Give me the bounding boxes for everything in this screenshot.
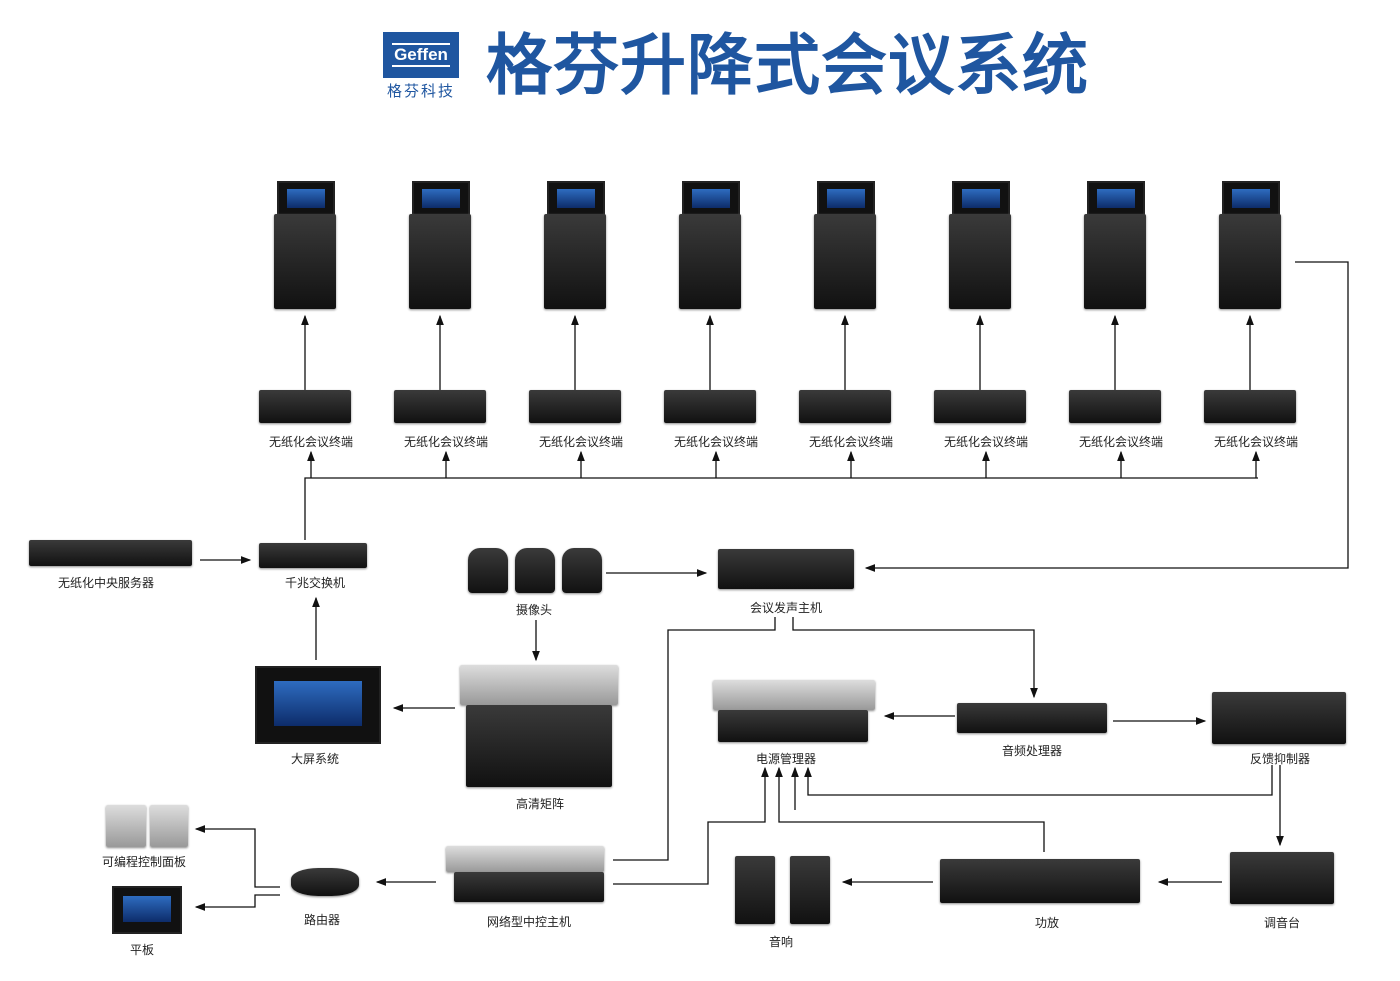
line-feedback-to-power bbox=[804, 765, 1273, 796]
terminal-host-2 bbox=[394, 390, 486, 423]
label-central: 网络型中控主机 bbox=[486, 915, 572, 929]
label-tablet: 平板 bbox=[129, 943, 155, 957]
line-router-to-panel bbox=[194, 825, 280, 888]
panel-device-1 bbox=[106, 805, 146, 847]
lift-cabinet-4 bbox=[679, 214, 741, 309]
lift-screen-5 bbox=[817, 181, 875, 217]
label-terminal: 无纸化会议终端 bbox=[538, 435, 624, 449]
lift-screen-6 bbox=[952, 181, 1010, 217]
label-host: 会议发声主机 bbox=[749, 601, 823, 615]
label-terminal: 无纸化会议终端 bbox=[808, 435, 894, 449]
terminal-host-5 bbox=[799, 390, 891, 423]
label-power: 电源管理器 bbox=[755, 752, 817, 766]
line-host-to-dsp bbox=[792, 617, 1038, 699]
router-device bbox=[291, 868, 359, 896]
label-panel: 可编程控制面板 bbox=[101, 855, 187, 869]
geffen-logo: Geffen 格芬科技 bbox=[383, 32, 459, 101]
matrix-top bbox=[460, 665, 618, 705]
lift-cabinet-2 bbox=[409, 214, 471, 309]
label-camera: 摄像头 bbox=[515, 603, 553, 617]
terminal-host-7 bbox=[1069, 390, 1161, 423]
label-matrix: 高清矩阵 bbox=[515, 797, 565, 811]
label-mixer: 调音台 bbox=[1263, 916, 1301, 930]
central-device bbox=[454, 872, 604, 902]
lift-cabinet-5 bbox=[814, 214, 876, 309]
line-host-to-central bbox=[613, 617, 776, 861]
lift-cabinet-7 bbox=[1084, 214, 1146, 309]
label-terminal: 无纸化会议终端 bbox=[673, 435, 759, 449]
lift-screen-7 bbox=[1087, 181, 1145, 217]
label-terminal: 无纸化会议终端 bbox=[1078, 435, 1164, 449]
label-terminal: 无纸化会议终端 bbox=[943, 435, 1029, 449]
camera-3 bbox=[562, 548, 602, 593]
label-feedback: 反馈抑制器 bbox=[1249, 752, 1311, 766]
terminal-bus bbox=[304, 477, 1258, 540]
terminal-host-4 bbox=[664, 390, 756, 423]
logo-text: Geffen bbox=[392, 43, 450, 67]
label-amp: 功放 bbox=[1034, 916, 1060, 930]
terminal-host-1 bbox=[259, 390, 351, 423]
tablet-device bbox=[112, 886, 182, 934]
amp-device bbox=[940, 859, 1140, 903]
display-device bbox=[255, 666, 381, 744]
line-router-to-tablet bbox=[194, 894, 280, 911]
server-device bbox=[29, 540, 192, 566]
feedback-device bbox=[1212, 692, 1346, 744]
lift-cabinet-3 bbox=[544, 214, 606, 309]
lift-cabinet-6 bbox=[949, 214, 1011, 309]
central-top bbox=[446, 846, 604, 872]
power-top bbox=[713, 680, 875, 710]
camera-2 bbox=[515, 548, 555, 593]
terminal-host-6 bbox=[934, 390, 1026, 423]
lift-screen-2 bbox=[412, 181, 470, 217]
label-speaker: 音响 bbox=[768, 935, 794, 949]
label-display: 大屏系统 bbox=[290, 752, 340, 766]
camera-1 bbox=[468, 548, 508, 593]
switch-device bbox=[259, 543, 367, 568]
power-device bbox=[718, 710, 868, 742]
speaker-2 bbox=[790, 856, 830, 924]
host-device bbox=[718, 549, 854, 589]
label-router: 路由器 bbox=[303, 913, 341, 927]
dsp-device bbox=[957, 703, 1107, 733]
label-dsp: 音频处理器 bbox=[1001, 744, 1063, 758]
lift-cabinet-1 bbox=[274, 214, 336, 309]
label-terminal: 无纸化会议终端 bbox=[268, 435, 354, 449]
logo-subtitle: 格芬科技 bbox=[386, 82, 455, 100]
label-terminal: 无纸化会议终端 bbox=[403, 435, 489, 449]
label-switch: 千兆交换机 bbox=[284, 576, 346, 590]
terminal-host-8 bbox=[1204, 390, 1296, 423]
label-terminal: 无纸化会议终端 bbox=[1213, 435, 1299, 449]
lift-screen-3 bbox=[547, 181, 605, 217]
mixer-device bbox=[1230, 852, 1334, 904]
line-central-to-power bbox=[613, 766, 769, 885]
speaker-1 bbox=[735, 856, 775, 924]
page-title: 格芬升降式会议系统 bbox=[486, 27, 1089, 104]
panel-device-2 bbox=[150, 805, 188, 847]
label-server: 无纸化中央服务器 bbox=[57, 576, 155, 590]
matrix-device bbox=[466, 705, 612, 787]
terminal-host-3 bbox=[529, 390, 621, 423]
line-amp-to-power bbox=[775, 766, 1045, 852]
lift-screen-8 bbox=[1222, 181, 1280, 217]
lift-cabinet-8 bbox=[1219, 214, 1281, 309]
lift-screen-4 bbox=[682, 181, 740, 217]
lift-screen-1 bbox=[277, 181, 335, 217]
line-terminal-to-host bbox=[864, 261, 1349, 572]
